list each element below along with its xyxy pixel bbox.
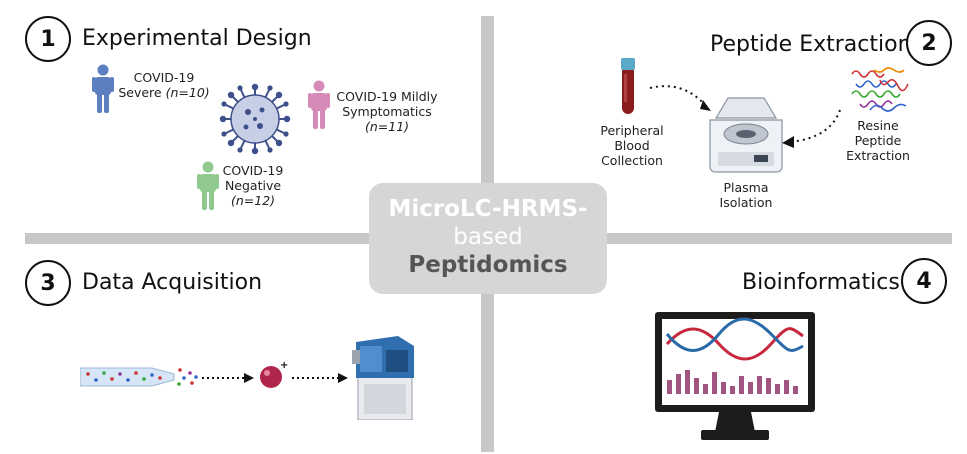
group-mild-name: COVID-19 Mildly [336, 89, 438, 104]
peptide-icon [851, 67, 909, 112]
blood-line2: Blood [614, 138, 650, 153]
mass-spectrometer-icon [352, 336, 414, 420]
plasma-isolation-label: Plasma Isolation [704, 180, 788, 210]
monitor-icon [655, 312, 815, 440]
center-title-line1: MicroLC-HRMS- [388, 196, 588, 222]
center-title-line3: Peptidomics [408, 252, 568, 278]
svg-text:+: + [280, 360, 288, 371]
group-negative-label: COVID-19 Negative (n=12) [216, 163, 290, 208]
person-icon [308, 80, 330, 129]
blood-tube-icon [621, 58, 635, 114]
step-number-2: 2 [906, 20, 952, 66]
section-title-peptide-extraction: Peptide Extraction [710, 32, 912, 57]
blood-line1: Peripheral [600, 123, 664, 138]
arrow-icon [292, 373, 348, 383]
group-mild-desc: Symptomatics [342, 104, 432, 119]
resine-line3: Extraction [846, 148, 910, 163]
center-title-line2: based [453, 224, 523, 250]
resine-line1: Resine [857, 118, 899, 133]
group-severe-label: COVID-19 Severe (n=10) [118, 70, 210, 100]
plasma-line1: Plasma [723, 180, 769, 195]
horizontal-divider-right [600, 233, 952, 244]
group-mild-label: COVID-19 Mildly Symptomatics (n=11) [326, 89, 448, 134]
group-mild-n: (n=11) [364, 119, 410, 134]
group-negative-name: COVID-19 [222, 163, 284, 178]
arrow-icon [649, 85, 711, 111]
section-title-data-acquisition: Data Acquisition [82, 270, 263, 295]
person-icon [92, 64, 114, 113]
section-title-bioinformatics: Bioinformatics [742, 270, 900, 295]
peripheral-blood-label: Peripheral Blood Collection [590, 123, 674, 168]
capillary-icon [80, 367, 198, 387]
plasma-line2: Isolation [719, 195, 773, 210]
step-number-1: 1 [25, 16, 71, 62]
step-number-3: 3 [25, 260, 71, 306]
group-negative-n: (n=12) [230, 193, 276, 208]
group-negative-desc: Negative [224, 178, 282, 193]
person-icon [197, 161, 219, 210]
virus-icon [219, 83, 291, 155]
arrow-icon [202, 373, 254, 383]
group-severe-name: COVID-19 [133, 70, 195, 85]
blood-line3: Collection [601, 153, 663, 168]
resine-line2: Peptide [854, 133, 902, 148]
resine-extraction-label: Resine Peptide Extraction [836, 118, 920, 163]
step-number-4: 4 [901, 258, 947, 304]
center-title-box: MicroLC-HRMS- based Peptidomics [369, 183, 607, 294]
horizontal-divider-left [25, 233, 385, 244]
arrow-icon [782, 109, 841, 148]
section-title-experimental-design: Experimental Design [82, 26, 312, 51]
centrifuge-icon [709, 97, 783, 173]
dna-helix-icon [665, 317, 804, 361]
group-severe-desc: Severe (n=10) [118, 85, 210, 100]
ion-icon: + [260, 360, 288, 388]
